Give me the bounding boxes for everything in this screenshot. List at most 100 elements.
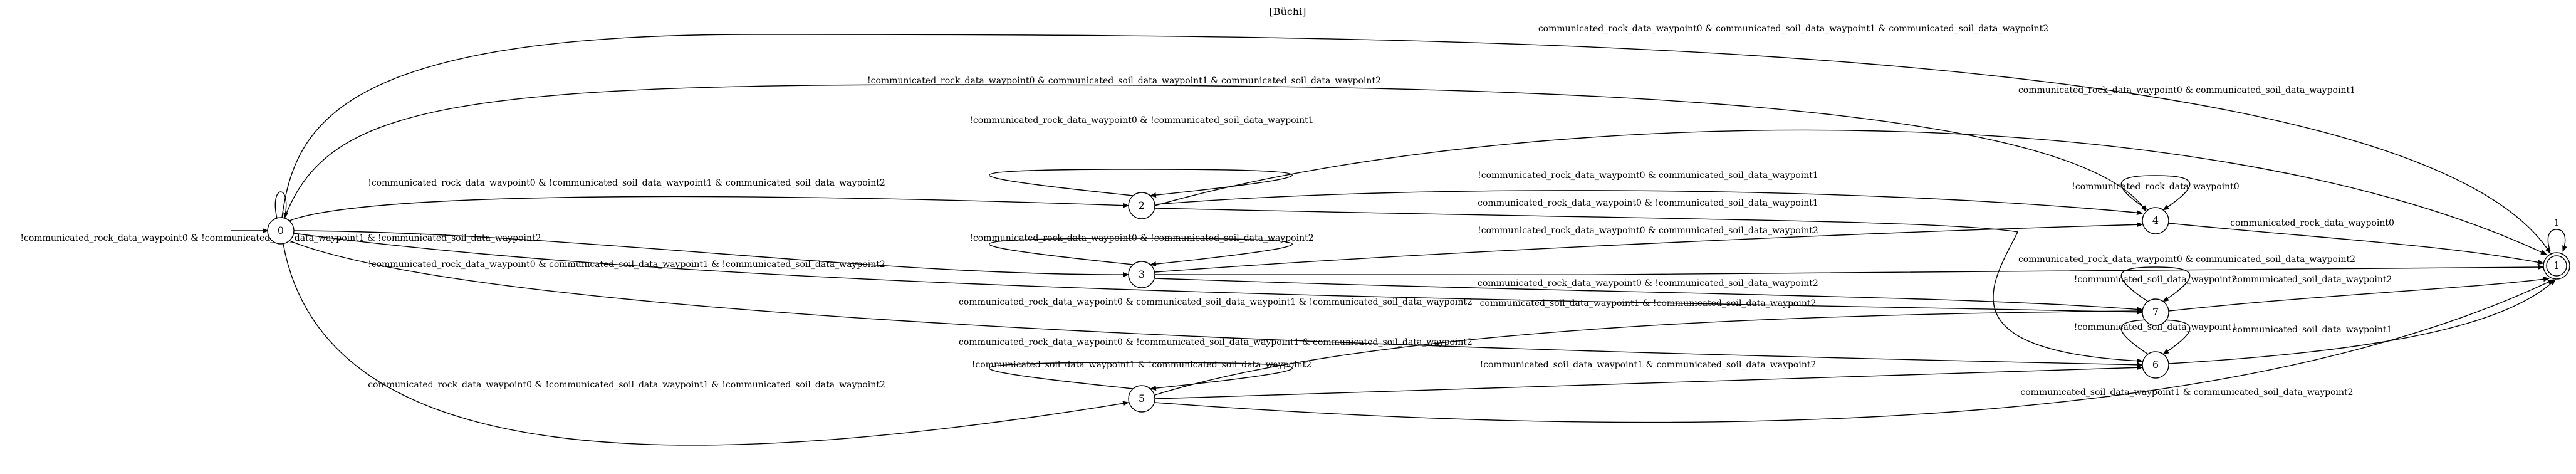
edge-line xyxy=(2120,266,2191,302)
edge-label: communicated_rock_data_waypoint0 & commu… xyxy=(959,297,1473,307)
edge-label: communicated_rock_data_waypoint0 & !comm… xyxy=(1478,278,1818,288)
accepting-ring xyxy=(2546,255,2567,276)
state-label: 0 xyxy=(278,224,284,236)
edge-line xyxy=(989,169,1293,198)
edge-line xyxy=(1154,278,2143,312)
state-label: 6 xyxy=(2152,359,2159,371)
edge-line xyxy=(2168,279,2556,364)
edge-0-to-6: communicated_rock_data_waypoint0 & !comm… xyxy=(289,240,2143,367)
edge-5-to-7: communicated_soil_data_waypoint1 & !comm… xyxy=(1154,298,2143,396)
edge-line xyxy=(1154,365,2143,399)
edge-line xyxy=(1154,222,2143,273)
edge-line xyxy=(1154,129,2547,255)
edge-line xyxy=(289,196,1129,221)
edge-label: communicated_soil_data_waypoint1 xyxy=(2233,325,2392,335)
edge-line xyxy=(293,233,2143,315)
state-node-0: 0 xyxy=(267,217,295,245)
edge-7-to-7: !communicated_soil_data_waypoint2 xyxy=(2074,266,2238,302)
state-label: 4 xyxy=(2152,214,2159,226)
edge-line xyxy=(1154,208,2143,364)
edge-label: communicated_rock_data_waypoint0 & commu… xyxy=(1538,24,2048,34)
state-label: 5 xyxy=(1139,392,1145,404)
edge-label: !communicated_rock_data_waypoint0 & comm… xyxy=(1478,171,1818,181)
edge-0-to-4: !communicated_rock_data_waypoint0 & comm… xyxy=(284,76,2147,219)
edge-2-to-1: communicated_rock_data_waypoint0 & commu… xyxy=(1154,85,2547,255)
edge-4-to-1: communicated_rock_data_waypoint0 xyxy=(2168,218,2544,265)
edge-2-to-4: !communicated_rock_data_waypoint0 & comm… xyxy=(1154,171,2143,216)
edge-3-to-7: communicated_rock_data_waypoint0 & !comm… xyxy=(1154,278,2143,312)
edge-label: !communicated_soil_data_waypoint2 xyxy=(2074,275,2238,285)
edge-line xyxy=(2168,223,2544,265)
edge-label: !communicated_rock_data_waypoint0 xyxy=(2072,182,2239,192)
edges-layer: !communicated_rock_data_waypoint0 & !com… xyxy=(20,24,2567,446)
edge-label: !communicated_rock_data_waypoint0 & comm… xyxy=(1478,226,1818,236)
edge-label: 1 xyxy=(2554,218,2560,228)
edge-line xyxy=(2168,276,2550,312)
edge-line xyxy=(283,243,1129,446)
edge-label: !communicated_soil_data_waypoint1 xyxy=(2074,322,2238,332)
state-circle xyxy=(267,217,295,245)
edge-label: !communicated_rock_data_waypoint0 & comm… xyxy=(368,260,885,270)
edge-label: !communicated_rock_data_waypoint0 & !com… xyxy=(368,178,885,188)
state-circle xyxy=(1128,261,1155,288)
edge-line xyxy=(989,238,1293,267)
edge-label: communicated_rock_data_waypoint0 & !comm… xyxy=(959,337,1473,347)
edge-5-to-5: !communicated_soil_data_waypoint1 & !com… xyxy=(972,360,1311,391)
edge-5-to-1: communicated_soil_data_waypoint1 & commu… xyxy=(1154,279,2554,423)
state-node-2: 2 xyxy=(1128,192,1155,219)
edge-6-to-1: communicated_soil_data_waypoint1 xyxy=(2168,279,2556,364)
edge-label: !communicated_soil_data_waypoint1 & comm… xyxy=(1480,360,1817,370)
edge-line xyxy=(2547,229,2567,252)
edge-2-to-6: communicated_rock_data_waypoint0 & !comm… xyxy=(1154,198,2143,364)
edge-line xyxy=(281,34,2551,254)
state-label: 3 xyxy=(1139,268,1145,280)
edge-line xyxy=(274,191,288,219)
edge-label: communicated_soil_data_waypoint2 xyxy=(2233,275,2392,285)
state-node-5: 5 xyxy=(1128,385,1155,413)
state-circle xyxy=(2142,298,2169,326)
edge-0-to-1: communicated_rock_data_waypoint0 & commu… xyxy=(281,24,2551,254)
edge-4-to-4: !communicated_rock_data_waypoint0 xyxy=(2072,175,2240,211)
edge-0-to-7: communicated_rock_data_waypoint0 & commu… xyxy=(293,233,2143,315)
diagram-title: [Büchi] xyxy=(1270,6,1306,18)
edge-3-to-4: !communicated_rock_data_waypoint0 & comm… xyxy=(1154,222,2143,273)
edge-label: communicated_rock_data_waypoint0 & !comm… xyxy=(368,380,885,390)
state-circle xyxy=(2142,207,2169,234)
state-node-4: 4 xyxy=(2142,207,2169,234)
state-circle xyxy=(2142,351,2169,379)
state-node-3: 3 xyxy=(1128,261,1155,288)
edge-label: communicated_rock_data_waypoint0 xyxy=(2230,218,2394,228)
edge-line xyxy=(293,230,1129,278)
edge-label: !communicated_rock_data_waypoint0 & comm… xyxy=(867,76,1381,86)
edge-line xyxy=(2120,175,2191,211)
edge-label: !communicated_soil_data_waypoint1 & !com… xyxy=(972,360,1311,370)
edge-0-to-5: communicated_rock_data_waypoint0 & !comm… xyxy=(283,243,1129,446)
edge-label: !communicated_rock_data_waypoint0 & !com… xyxy=(969,233,1313,243)
edge-label: communicated_soil_data_waypoint1 & commu… xyxy=(2020,387,2353,398)
edge-line xyxy=(1154,265,2544,276)
edge-line xyxy=(284,84,2147,219)
edge-7-to-1: communicated_soil_data_waypoint2 xyxy=(2168,275,2550,312)
edge-label: !communicated_rock_data_waypoint0 & !com… xyxy=(969,115,1313,125)
state-node-1: 1 xyxy=(2543,252,2570,280)
state-circle xyxy=(1128,192,1155,219)
state-node-7: 7 xyxy=(2142,298,2169,326)
state-label: 1 xyxy=(2553,260,2560,271)
edge-label: communicated_rock_data_waypoint0 & !comm… xyxy=(1478,198,1818,208)
edge-3-to-1: communicated_rock_data_waypoint0 & commu… xyxy=(1154,255,2544,276)
nodes-layer: 0 1 2 3 4 5 6 7 xyxy=(267,192,2570,413)
edge-3-to-3: !communicated_rock_data_waypoint0 & !com… xyxy=(969,233,1314,267)
edge-2-to-2: !communicated_rock_data_waypoint0 & !com… xyxy=(969,115,1314,198)
state-circle xyxy=(2543,252,2570,280)
state-label: 7 xyxy=(2152,306,2159,318)
edge-line xyxy=(1154,190,2143,216)
edge-line xyxy=(1154,308,2143,396)
edge-line xyxy=(989,362,1293,391)
edge-1-to-1: 1 xyxy=(2547,218,2567,252)
edge-0-to-3: !communicated_rock_data_waypoint0 & comm… xyxy=(293,230,1129,278)
state-label: 2 xyxy=(1139,199,1145,211)
edge-label: communicated_soil_data_waypoint1 & !comm… xyxy=(1480,298,1817,308)
edge-line xyxy=(289,240,2143,367)
edge-line xyxy=(1154,279,2554,423)
